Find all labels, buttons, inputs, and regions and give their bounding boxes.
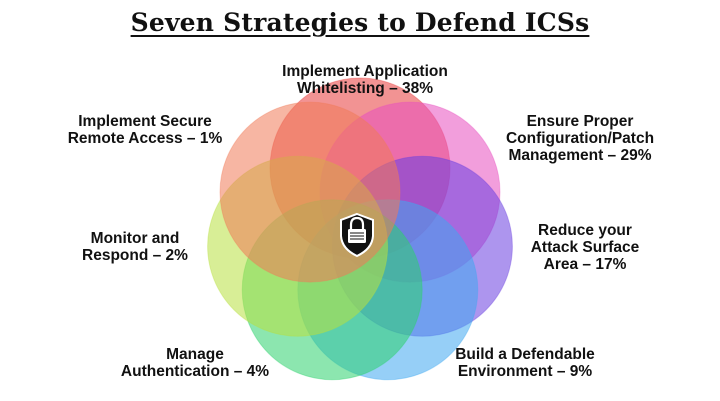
strategy-label-line: Area – 17% — [543, 256, 627, 273]
strategy-label-line: Attack Surface — [530, 239, 640, 256]
strategy-label-line: Authentication – 4% — [120, 363, 270, 380]
strategy-label-line: Environment – 9% — [457, 363, 593, 380]
strategy-label-line: Respond – 2% — [82, 247, 188, 264]
strategy-label-line: Monitor and — [90, 230, 180, 247]
strategy-label-line: Implement Application — [282, 63, 448, 80]
strategy-label-defendable-environment: Build a Defendable Environment – 9% — [420, 346, 630, 380]
strategy-label-application-whitelisting: Implement Application Whitelisting – 38% — [240, 63, 490, 97]
padlock-shield-icon — [340, 212, 374, 258]
strategy-label-line: Manage — [166, 346, 224, 363]
strategy-label-remote-access: Implement Secure Remote Access – 1% — [40, 113, 250, 147]
strategy-label-line: Remote Access – 1% — [67, 130, 223, 147]
strategy-label-line: Build a Defendable — [455, 346, 595, 363]
strategy-label-attack-surface: Reduce your Attack Surface Area – 17% — [500, 222, 670, 273]
strategy-label-line: Management – 29% — [508, 147, 652, 164]
strategy-label-patch-management: Ensure Proper Configuration/Patch Manage… — [470, 113, 690, 164]
page-title: Seven Strategies to Defend ICSs — [130, 8, 590, 37]
strategy-label-monitor-respond: Monitor and Respond – 2% — [50, 230, 220, 264]
strategy-label-line: Whitelisting – 38% — [296, 80, 434, 97]
strategy-label-line: Configuration/Patch — [505, 130, 655, 147]
strategy-label-line: Implement Secure — [78, 113, 212, 130]
strategy-label-line: Ensure Proper — [526, 113, 634, 130]
strategy-label-line: Reduce your — [538, 222, 632, 239]
strategy-label-manage-authentication: Manage Authentication – 4% — [95, 346, 295, 380]
